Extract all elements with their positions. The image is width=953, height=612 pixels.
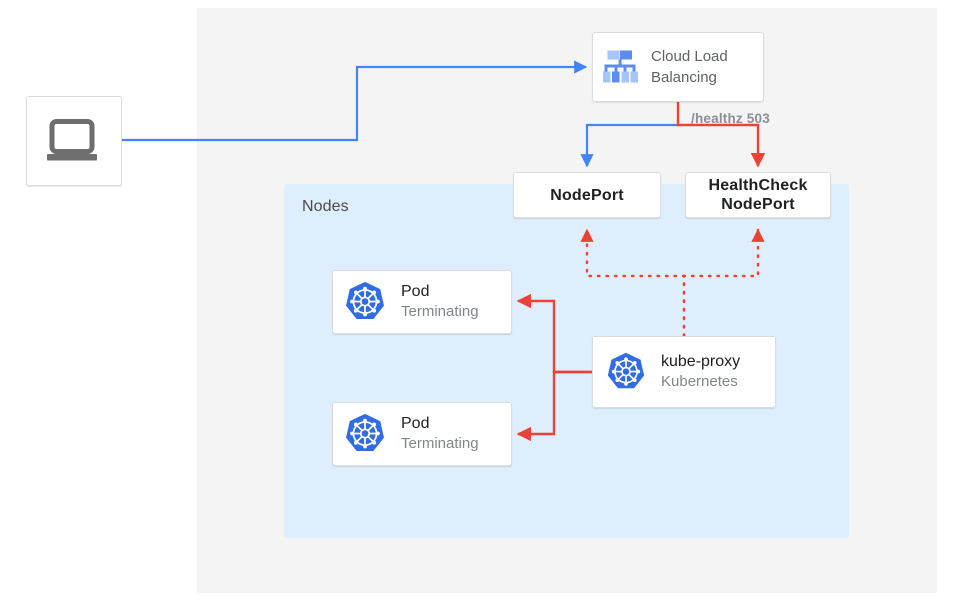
kube-proxy-card: kube-proxy Kubernetes	[592, 336, 776, 408]
kube-proxy-title: kube-proxy	[661, 353, 741, 370]
load-balancer-title-line-1: Cloud Load	[651, 48, 728, 65]
pod-title: Pod	[401, 283, 430, 300]
pod-card-2: Pod Terminating	[332, 402, 512, 466]
nodeport-label: NodePort	[550, 186, 624, 204]
healthcheck-nodeport-label-line-2: NodePort	[721, 196, 795, 213]
healthz-annotation: /healthz 503	[691, 111, 770, 126]
load-balancer-title-line-2: Balancing	[651, 69, 717, 86]
nodeport-card: NodePort	[513, 172, 661, 218]
pod-title: Pod	[401, 415, 430, 432]
kube-proxy-subtitle: Kubernetes	[661, 373, 738, 390]
kubernetes-icon	[605, 351, 647, 393]
kubernetes-icon	[343, 412, 387, 456]
healthcheck-nodeport-label-line-1: HealthCheck	[708, 177, 808, 194]
laptop-icon	[46, 119, 102, 163]
pod-status: Terminating	[401, 435, 479, 452]
nodes-group-label: Nodes	[302, 198, 349, 215]
kubernetes-icon	[343, 280, 387, 324]
healthcheck-nodeport-card: HealthCheck NodePort	[685, 172, 831, 218]
client-device-card	[26, 96, 122, 186]
cloud-load-balancing-card: Cloud Load Balancing	[592, 32, 764, 102]
pod-status: Terminating	[401, 303, 479, 320]
cloud-load-balancing-icon	[603, 50, 639, 84]
pod-card-1: Pod Terminating	[332, 270, 512, 334]
